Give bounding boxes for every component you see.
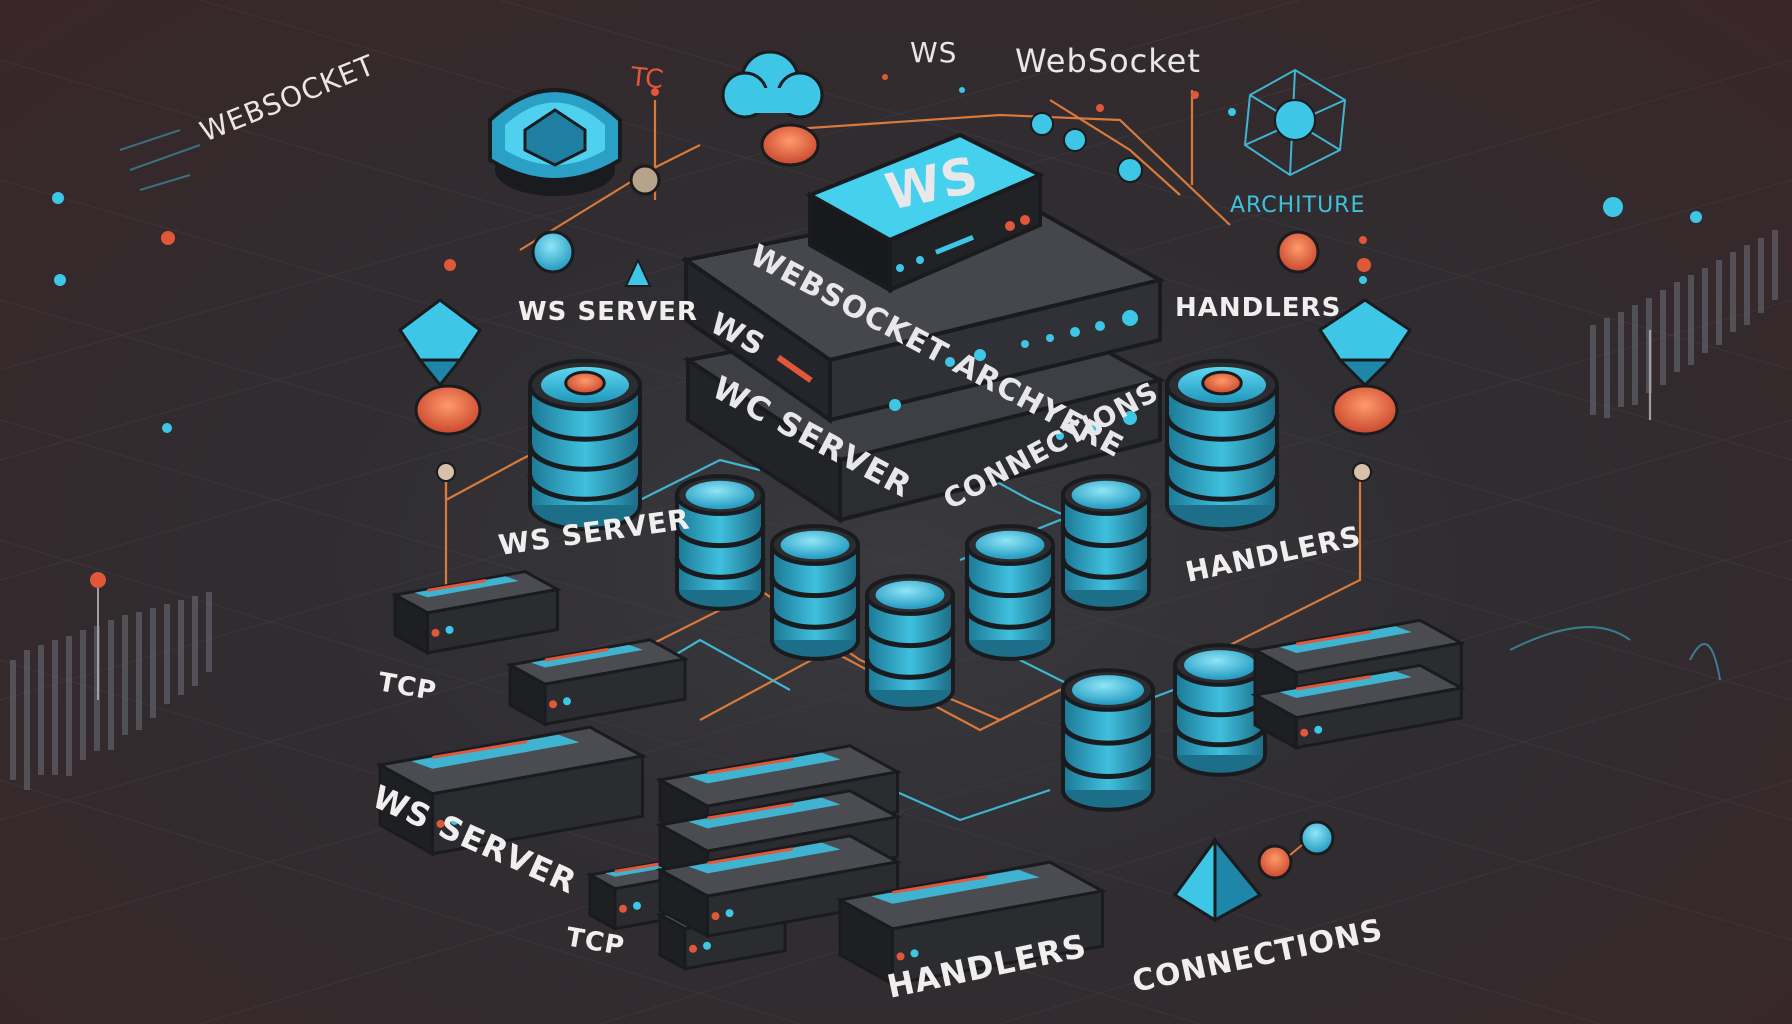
hub-indicator-lights [776, 310, 1138, 440]
central-hub: WS WEBSOCKET ARCHYERE WS WC SERVER CONNE… [681, 132, 1166, 524]
tcp-label-1: TCP [376, 667, 439, 707]
database-icon [964, 524, 1056, 661]
cloud-icon [721, 50, 824, 167]
server-rack-icon [835, 860, 1107, 987]
architure-label: ARCHITURE [1230, 193, 1365, 218]
handlers-label-1: HANDLERS [1175, 293, 1341, 323]
gem-icon-right [1317, 298, 1413, 436]
connections-label: CONNECTIONS [1129, 913, 1386, 1000]
server-rack-icon [375, 725, 647, 857]
database-icon [674, 474, 766, 611]
server-rack-icon [1250, 663, 1466, 751]
background-particles [52, 74, 1721, 700]
orb-nodes [436, 88, 1372, 482]
tc-label: TC [628, 62, 664, 95]
server-racks [375, 570, 1466, 987]
database-icons [527, 358, 1280, 812]
database-icon [1172, 643, 1268, 777]
database-icon [864, 574, 956, 711]
left-code-panel [10, 592, 212, 790]
shield-icon [488, 88, 622, 196]
server-rack-icon [655, 834, 902, 939]
gem-icon-left [397, 298, 483, 436]
server-rack-icon [505, 638, 690, 727]
database-icon [769, 524, 861, 661]
pyramid-icon [1172, 820, 1335, 923]
corner-title: WEBSOCKET [195, 48, 379, 148]
websocket-top-label: WebSocket [1015, 42, 1201, 80]
database-icon [1060, 668, 1156, 812]
ws-small-label: WS [910, 36, 957, 69]
database-icon [1060, 474, 1152, 611]
database-icon [527, 358, 643, 532]
network-graph-icon [1243, 68, 1347, 177]
ws-server-label-1: WS SERVER [518, 297, 698, 327]
right-code-panel [1590, 230, 1778, 418]
server-rack-icon [390, 570, 562, 656]
database-icon [1164, 358, 1280, 532]
